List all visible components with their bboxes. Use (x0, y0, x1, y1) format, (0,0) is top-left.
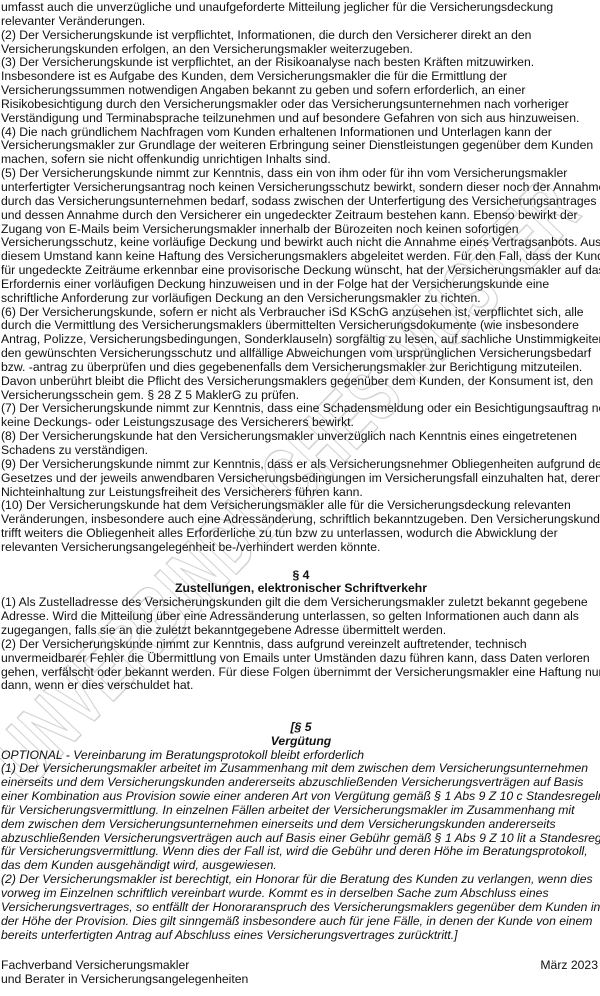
section-number: [§ 5 (290, 719, 312, 734)
text-line: abzuschließenden Versicherungsverträgen … (1, 830, 600, 845)
text-line: Versicherungsschein gem. § 28 Z 5 Makler… (1, 387, 300, 402)
text-line: Versicherungsvertrages, so entfällt der … (1, 899, 600, 914)
section-title: Zustellungen, elektronischer Schriftverk… (175, 581, 427, 596)
text-line: Versicherungssummen notwendigen Angaben … (1, 83, 526, 98)
text-line: Davon unberührt bleibt die Pflicht des V… (1, 373, 594, 388)
text-line: keine Deckungs- oder Leistungszusage des… (1, 415, 354, 430)
text-line: zugegangen, falls sie an die zuletzt bek… (1, 622, 447, 637)
text-line: OPTIONAL - Vereinbarung im Beratungsprot… (1, 747, 365, 762)
text-line: (2) Der Versicherungskunde ist verpflich… (1, 27, 532, 42)
text-line: schriftliche Anforderung zur vorläufigen… (1, 290, 481, 305)
text-line: das dem Kunden ausgehändigt wird, ausgew… (1, 858, 277, 873)
paragraph-block: OPTIONAL - Vereinbarung im Beratungsprot… (1, 747, 600, 943)
text-line: Adresse. Wird die Mitteilung über eine A… (1, 609, 579, 624)
text-line: bzw. -antrag zu überprüfen und dies gege… (1, 359, 583, 374)
text-line: (9) Der Versicherungskunde nimmt zur Ken… (1, 456, 600, 471)
footer-organization-line2: und Berater in Versicherungsangelegenhei… (1, 971, 249, 986)
text-line: bereits unterfertigten Antrag auf Abschl… (1, 927, 458, 942)
text-line: einerseits und dem Versicherungskunden a… (1, 775, 584, 790)
text-line: dem zwischen dem Versicherungsunternehme… (1, 816, 556, 831)
text-line: umfasst auch die unverzügliche und unauf… (1, 0, 554, 14)
text-line: Insbesondere ist es Aufgabe des Kunden, … (1, 69, 508, 84)
page-footer: Fachverband Versicherungsmakler und Bera… (1, 958, 598, 987)
text-line: Antrag, Polizze, Versicherungsbedingunge… (1, 332, 600, 347)
section-title: Vergütung (270, 733, 332, 748)
text-line: durch die Vermittlung des Versicherungsm… (1, 318, 579, 333)
text-line: relevanten Versicherungsangelegenheit be… (1, 539, 381, 554)
text-line: für Versicherungsvermittlung. In einzeln… (1, 802, 575, 817)
text-line: Gesetzes und der jeweils anwendbaren Ver… (1, 470, 600, 485)
text-line: der Höhe der Provision. Dies gilt sinnge… (1, 913, 593, 928)
text-line: gehen, verfälscht oder bekannt werden. F… (1, 664, 600, 679)
document-body: umfasst auch die unverzügliche und unauf… (1, 0, 600, 943)
text-line: Erfordernis einer vorläufigen Deckung hi… (1, 276, 550, 291)
text-line: Nichteinhaltung zur Leistungsfreiheit de… (1, 484, 363, 499)
paragraph-block: (1) Als Zustelladresse des Versicherungs… (1, 595, 600, 693)
text-line: einer Kombination aus Provision sowie ei… (1, 789, 600, 804)
text-line: Schadens zu verständigen. (1, 443, 149, 457)
text-line: (1) Der Versicherungsmakler arbeitet im … (1, 761, 589, 776)
paragraph-block: umfasst auch die unverzügliche und unauf… (1, 0, 600, 555)
text-line: den gewünschten Versicherungsschutz und … (1, 346, 592, 361)
text-line: (10) Der Versicherungskunde hat dem Vers… (1, 498, 571, 513)
text-line: (3) Der Versicherungskunde ist verpflich… (1, 55, 535, 70)
text-line: relevanter Veränderungen. (1, 13, 146, 28)
text-line: vorweg im Einzelnen schriftlich vereinba… (1, 886, 549, 900)
text-line: Risikobesichtigung durch den Versicherun… (1, 96, 569, 111)
text-line: (7) Der Versicherungskunde nimmt zur Ken… (1, 401, 600, 416)
text-line: für Versicherungsvermittlung. Wenn dies … (1, 844, 588, 859)
text-line: unvermeidbarer Fehler die Übermittlung v… (1, 650, 590, 665)
text-line: dann, wenn er dies verschuldet hat. (1, 678, 194, 693)
text-line: durch das Versicherungsunternehmen bedar… (1, 193, 597, 208)
text-line: unterfertigter Versicherungsantrag noch … (1, 179, 600, 194)
spacer (1, 693, 600, 707)
spacer (1, 555, 600, 569)
section-number: § 4 (292, 567, 310, 582)
text-line: Versicherungsmakler zur Grundlage der we… (1, 138, 594, 153)
text-line: (1) Als Zustelladresse des Versicherungs… (1, 595, 588, 610)
text-line: (8) Der Versicherungskunde hat den Versi… (1, 429, 577, 444)
text-line: (5) Der Versicherungskunde nimmt zur Ken… (1, 166, 568, 181)
text-line: trifft weiters die Obliegenheit alles Er… (1, 526, 558, 541)
text-line: (4) Die nach gründlichem Nachfragen vom … (1, 124, 552, 139)
text-line: (2) Der Versicherungsmakler ist berechti… (1, 872, 593, 887)
text-line: (6) Der Versicherungskunde, sofern er ni… (1, 304, 584, 319)
text-line: (2) Der Versicherungskunde nimmt zur Ken… (1, 636, 527, 651)
text-line: machen, sofern sie nicht offenkundig unr… (1, 152, 331, 167)
text-line: Verständigung und Terminabsprache teilzu… (1, 110, 580, 125)
text-line: für ungedeckte Zeiträume erkennbar eine … (1, 263, 600, 278)
text-line: Versicherungskunden erfolgen, an den Ver… (1, 41, 413, 56)
text-line: Zugang von E-Mails beim Versicherungsmak… (1, 221, 519, 236)
footer-date: März 2023 (540, 958, 598, 972)
spacer (1, 707, 600, 721)
text-line: und dessen Annahme durch den Versicherer… (1, 207, 578, 222)
footer-organization-line1: Fachverband Versicherungsmakler (1, 958, 190, 972)
text-line: diesem Umstand kann keine Haftung des Ve… (1, 249, 600, 264)
text-line: Veränderungen, insbesondere auch eine Ad… (1, 512, 600, 527)
text-line: Versicherungsschutz, keine vorläufige De… (1, 235, 600, 250)
